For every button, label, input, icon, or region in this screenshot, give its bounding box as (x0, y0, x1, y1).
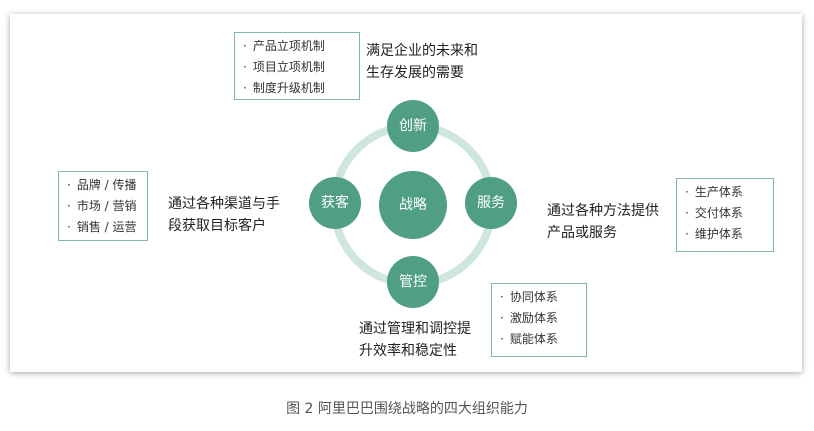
node-service-label: 服务 (477, 195, 505, 211)
desc-line: 升效率和稳定性 (359, 343, 457, 359)
box-control: 协同体系 激励体系 赋能体系 (491, 283, 587, 357)
list-item: 产品立项机制 (243, 36, 351, 57)
desc-line: 段获取目标客户 (168, 218, 266, 234)
node-center-label: 战略 (399, 197, 427, 213)
node-innovation: 创新 (387, 100, 439, 152)
desc-line: 满足企业的未来和 (366, 43, 478, 59)
figure-caption: 图 2 阿里巴巴围绕战略的四大组织能力 (286, 401, 528, 417)
list-item: 市场 / 营销 (67, 196, 139, 217)
node-acquisition: 获客 (309, 177, 361, 229)
box-acquisition: 品牌 / 传播 市场 / 营销 销售 / 运营 (58, 171, 148, 241)
list-item: 品牌 / 传播 (67, 175, 139, 196)
list-item: 激励体系 (500, 308, 578, 329)
desc-line: 通过各种方法提供 (547, 203, 659, 219)
list-item: 维护体系 (685, 224, 765, 245)
list-item: 项目立项机制 (243, 57, 351, 78)
node-acquisition-label: 获客 (321, 194, 349, 211)
node-control-label: 管控 (399, 274, 427, 290)
desc-line: 通过各种渠道与手 (168, 196, 280, 212)
list-item: 生产体系 (685, 182, 765, 203)
node-service: 服务 (465, 177, 517, 229)
desc-control: 通过管理和调控提 升效率和稳定性 (359, 318, 471, 362)
list-item: 销售 / 运营 (67, 217, 139, 238)
box-service: 生产体系 交付体系 维护体系 (676, 178, 774, 252)
node-center: 战略 (379, 171, 447, 239)
desc-acquisition: 通过各种渠道与手 段获取目标客户 (168, 193, 280, 237)
desc-innovation: 满足企业的未来和 生存发展的需要 (366, 40, 478, 84)
desc-line: 产品或服务 (547, 225, 617, 241)
node-innovation-label: 创新 (399, 118, 427, 134)
list-item: 协同体系 (500, 287, 578, 308)
list-item: 赋能体系 (500, 329, 578, 350)
node-control: 管控 (387, 256, 439, 308)
list-item: 交付体系 (685, 203, 765, 224)
desc-line: 通过管理和调控提 (359, 321, 471, 337)
desc-service: 通过各种方法提供 产品或服务 (547, 200, 659, 244)
box-innovation: 产品立项机制 项目立项机制 制度升级机制 (234, 32, 360, 100)
desc-line: 生存发展的需要 (366, 65, 464, 81)
list-item: 制度升级机制 (243, 78, 351, 99)
